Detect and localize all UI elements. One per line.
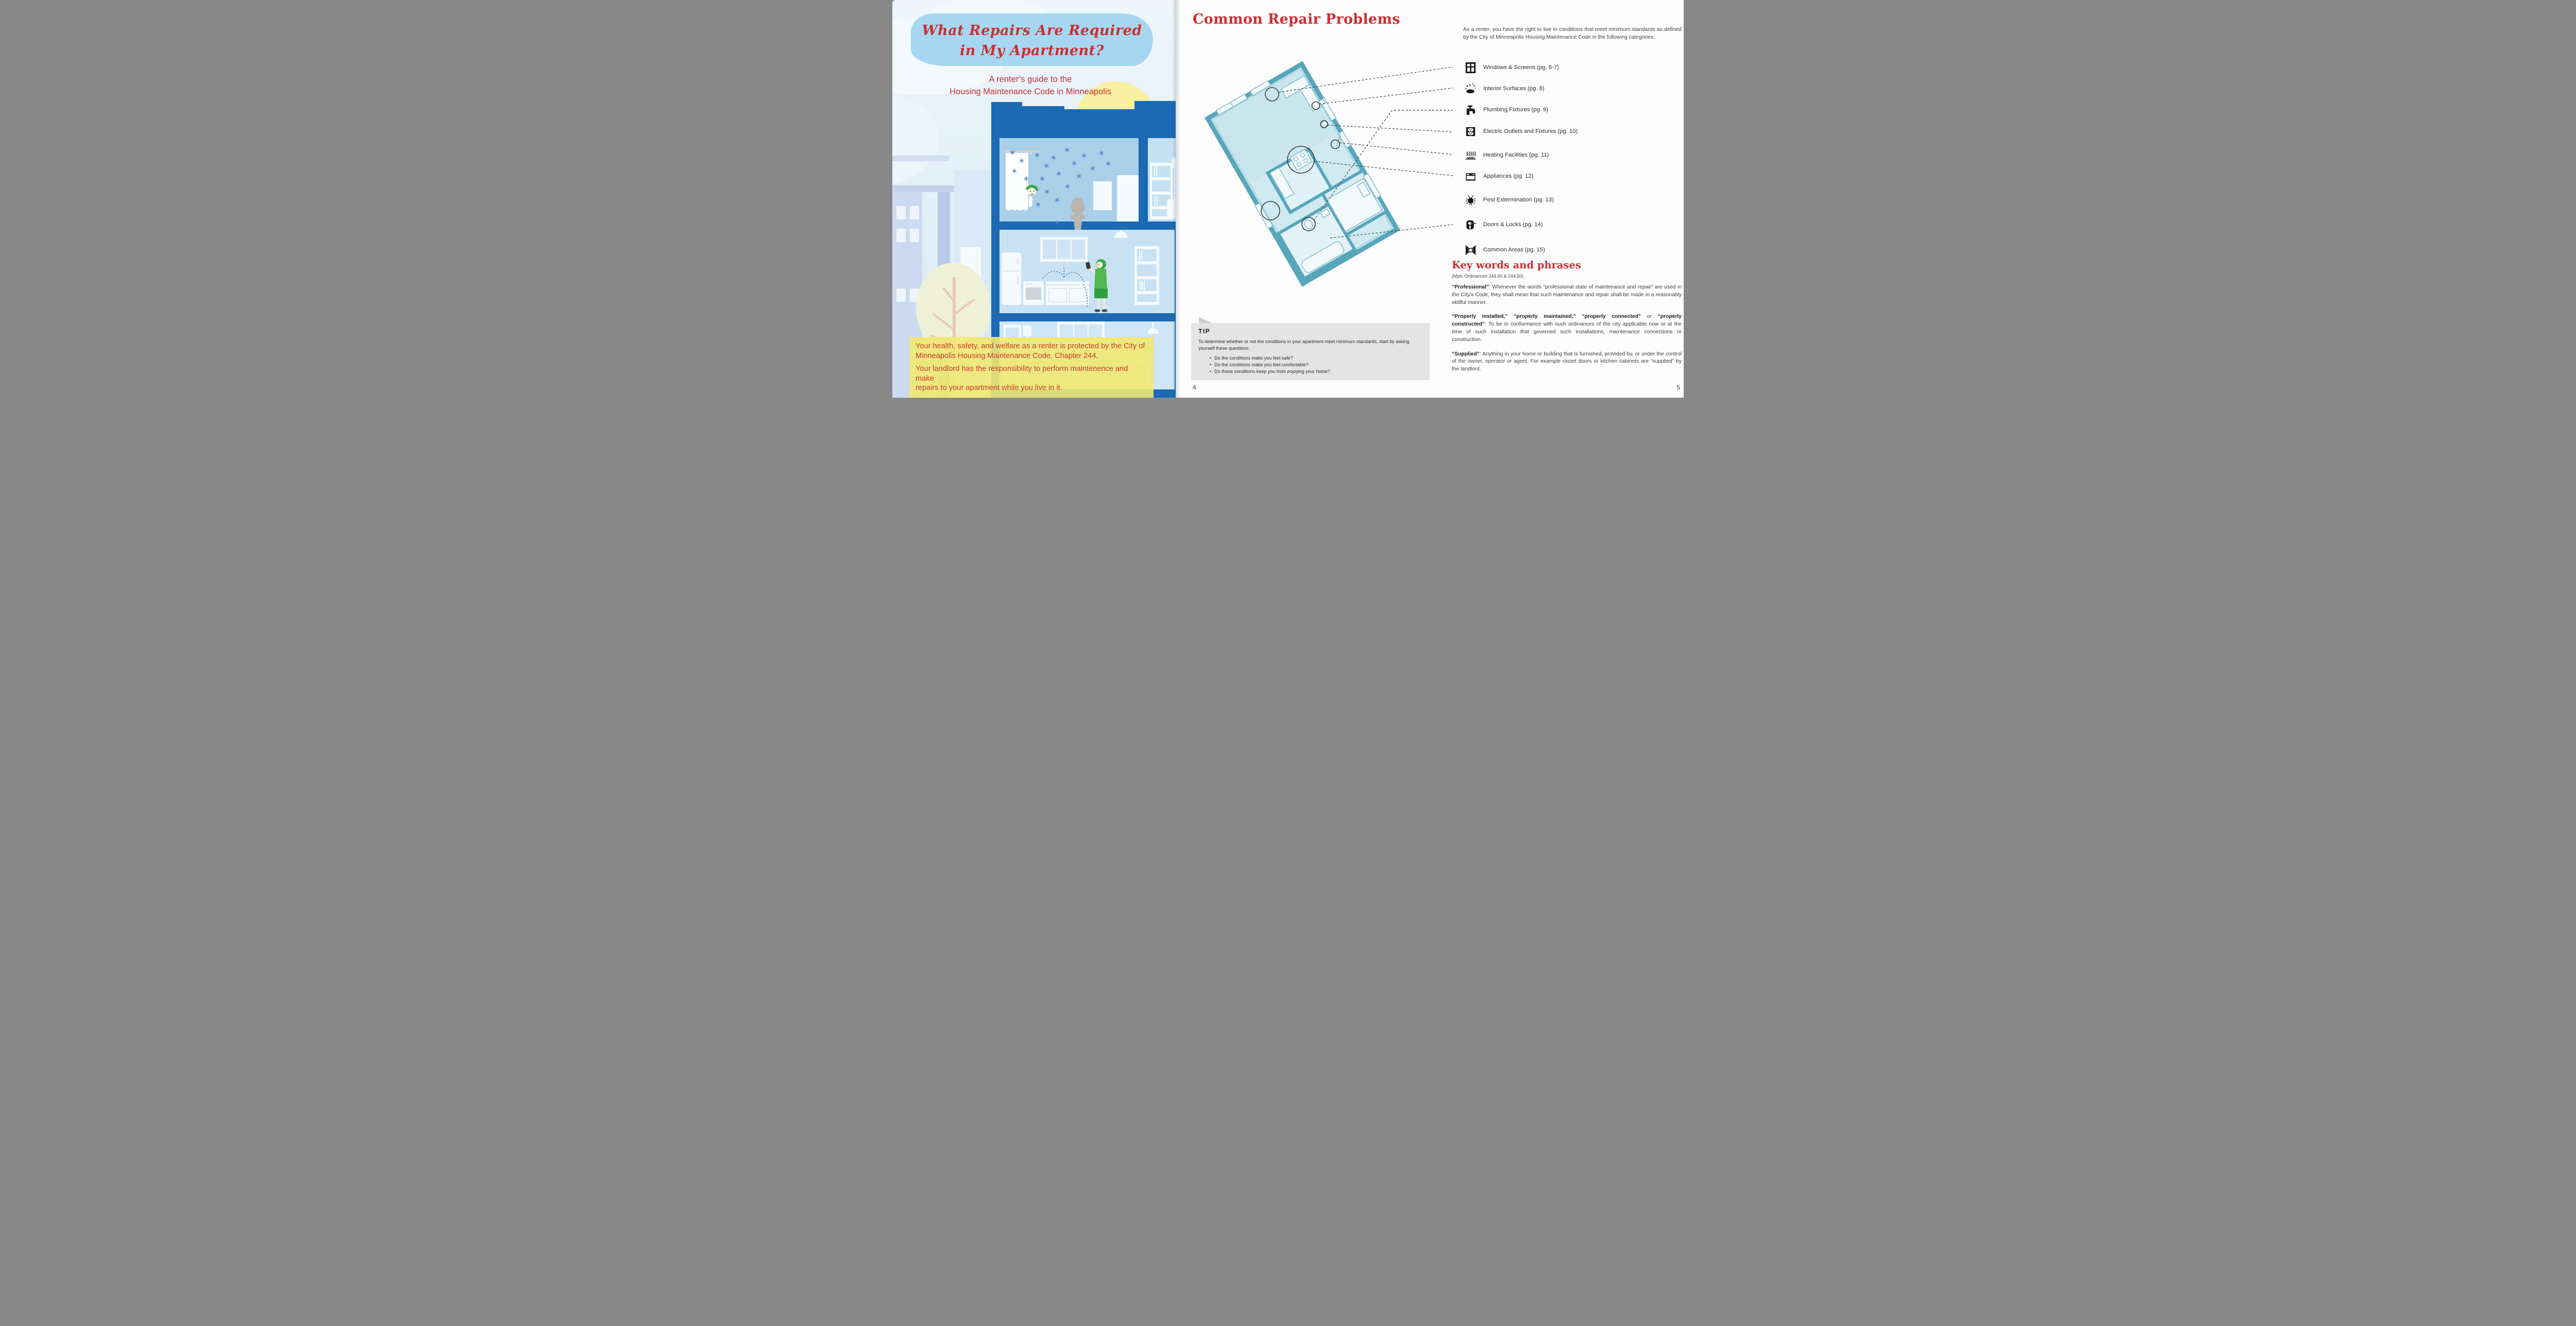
door-lock-icon <box>1464 218 1477 231</box>
callout-line: Minneapolis Housing Maintenance Code, Ch… <box>916 351 1098 360</box>
background-windows <box>896 206 919 302</box>
category-row: Common Areas (pg. 15) <box>1464 243 1545 257</box>
highlighted-callout: Your health, safety, and welfare as a re… <box>909 337 1154 398</box>
category-row: Pest Extermination (pg. 13) <box>1464 193 1554 207</box>
definition-paragraph: “Supplied”: Anything in your home or bui… <box>1452 351 1682 372</box>
category-label: Plumbing Fixtures (pg. 9) <box>1483 107 1549 113</box>
definitions: “Professional”: Whenever the words “prof… <box>1452 284 1682 380</box>
callout-line: Your health, safety, and welfare as a re… <box>916 342 1145 350</box>
stove-icon <box>1464 170 1477 182</box>
plan-bathroom <box>1276 202 1357 281</box>
category-label: Common Areas (pg. 15) <box>1483 247 1545 253</box>
definition-paragraph: “Properly installed,” “properly maintain… <box>1452 314 1682 343</box>
background-building <box>892 156 949 161</box>
tip-corner-tab <box>1199 317 1213 324</box>
snowflake-icon <box>892 0 895 3</box>
living-room-contents <box>1150 158 1176 219</box>
page-subtitle: A renter’s guide to the Housing Maintena… <box>897 73 1163 98</box>
left-page: What Repairs Are Required in My Apartmen… <box>892 0 1176 398</box>
hallway-icon <box>1464 244 1477 256</box>
category-row: Interior Surfaces (pg. 8) <box>1464 82 1545 95</box>
category-label: Electric Outlets and Fixtures (pg. 10) <box>1483 128 1578 134</box>
bathroom-door <box>1117 175 1139 222</box>
definition-paragraph: “Professional”: Whenever the words “prof… <box>1452 284 1682 305</box>
pendant-lamp <box>1114 231 1128 238</box>
title-line: in My Apartment? <box>960 43 1104 59</box>
right-page: Common Repair Problems As a renter, you … <box>1176 0 1684 398</box>
category-label: Heating Facilities (pg. 11) <box>1483 152 1549 158</box>
page-number-5: 5 <box>1676 385 1680 391</box>
category-label: Appliances (pg. 12) <box>1483 173 1534 179</box>
keywords-heading: Key words and phrases <box>1452 259 1581 271</box>
bathroom-cabinet <box>1093 181 1112 210</box>
tip-question: Do the conditions make you feel comforta… <box>1210 362 1330 368</box>
sink-cabinet <box>1046 275 1089 305</box>
page-number-4: 4 <box>1193 385 1196 391</box>
category-row: Electric Outlets and Fixtures (pg. 10) <box>1464 125 1578 138</box>
cold-person <box>1025 184 1039 207</box>
faucet-icon <box>1464 104 1477 116</box>
category-label: Doors & Locks (pg. 14) <box>1483 222 1543 228</box>
category-row: Plumbing Fixtures (pg. 9) <box>1464 103 1548 116</box>
problem-circles <box>1261 87 1341 231</box>
phone <box>1086 262 1091 269</box>
tip-question: Do these conditions keep you from enjoyi… <box>1210 368 1330 375</box>
toilet <box>1071 197 1085 231</box>
subtitle-line: Housing Maintenance Code in Minneapolis <box>950 87 1111 96</box>
tip-question: Do the conditions make you feel safe? <box>1210 355 1330 362</box>
callout-line: Your landlord has the responsibility to … <box>916 365 1128 383</box>
heating-icon <box>1464 149 1477 161</box>
window-icon <box>1464 61 1477 74</box>
category-row: Appliances (pg. 12) <box>1464 169 1533 183</box>
renter-person <box>1086 259 1108 312</box>
callout-line: repairs to your apartment while you live… <box>916 384 1062 392</box>
sparkles-icon <box>1464 82 1477 95</box>
cloud-shape <box>892 94 939 184</box>
category-row: Windows & Screens (pg. 6-7) <box>1464 61 1559 74</box>
fridge <box>1002 252 1021 305</box>
kitchen-bookshelf <box>1134 246 1159 305</box>
ordinances-reference: (Mpls Ordinances 244.40 & 244.50) <box>1452 274 1523 279</box>
category-label: Windows & Screens (pg. 6-7) <box>1483 64 1559 71</box>
bathroom-contents <box>892 0 1139 231</box>
plan-door-swing <box>1336 133 1341 147</box>
tip-question-list: Do the conditions make you feel safe? Do… <box>1210 355 1330 375</box>
floor-plan-illustration <box>1204 61 1453 287</box>
title-blob <box>911 13 1153 66</box>
category-label: Pest Extermination (pg. 13) <box>1483 197 1554 203</box>
category-label: Interior Surfaces (pg. 8) <box>1483 86 1545 92</box>
page-title: What Repairs Are Required in My Apartmen… <box>907 21 1157 61</box>
water-spray <box>1041 266 1088 309</box>
section-title: Common Repair Problems <box>1193 11 1400 27</box>
subtitle-line: A renter’s guide to the <box>989 75 1072 84</box>
leader-lines <box>1278 66 1453 239</box>
title-line: What Repairs Are Required <box>922 23 1142 39</box>
intro-paragraph: As a renter, you have the right to live … <box>1463 27 1682 40</box>
plan-stove-burners <box>1293 152 1308 167</box>
tip-heading: TIP <box>1198 328 1211 335</box>
stove <box>1023 281 1044 305</box>
outlet-icon <box>1464 125 1477 138</box>
category-row: Doors & Locks (pg. 14) <box>1464 218 1543 231</box>
category-row: Heating Facilities (pg. 11) <box>1464 148 1549 162</box>
tip-box: TIP To determine whether or not the cond… <box>1191 323 1430 380</box>
cockroach-icon <box>1464 194 1477 206</box>
tip-intro: To determine whether or not the conditio… <box>1198 339 1410 351</box>
kitchen-contents <box>1002 230 1159 312</box>
brochure-spread: What Repairs Are Required in My Apartmen… <box>892 0 1684 398</box>
